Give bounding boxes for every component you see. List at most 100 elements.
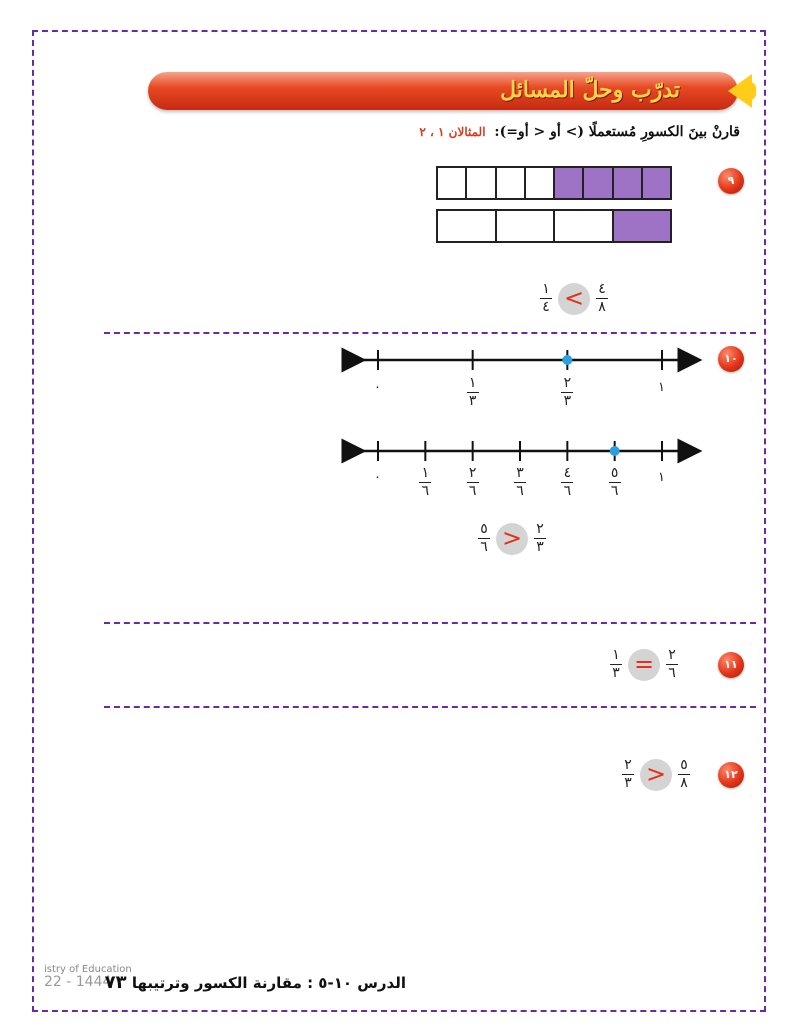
denominator: ٦: [516, 483, 524, 499]
comparison-10: ٥ ٦ > ٢ ٣: [478, 522, 546, 555]
denominator: ٣: [612, 665, 620, 681]
section-divider: [104, 332, 756, 334]
numerator: ٣: [516, 465, 524, 481]
fraction-right: ٢ ٦: [666, 648, 678, 681]
fraction-line: [666, 664, 678, 665]
watermark-line1: istry of Education: [44, 964, 132, 975]
bar-cell: [640, 168, 670, 198]
page-border: [32, 30, 766, 1012]
denominator: ٦: [421, 483, 430, 499]
numerator: ١: [421, 465, 430, 481]
denominator: ٦: [610, 483, 619, 499]
page-footer: الدرس ١٠-٥ : مقارنة الكسور وترتيبها ٧٣: [46, 972, 406, 996]
denominator: ٦: [563, 483, 572, 499]
fraction-line: [678, 774, 690, 775]
fraction-bar-eighths: [436, 166, 672, 200]
exercise-number-12: ١٢: [718, 762, 744, 788]
numerator: ١: [468, 375, 477, 391]
fraction-left: ١ ٤: [540, 282, 552, 315]
bar-cell: [438, 168, 465, 198]
bar-cell: [523, 168, 553, 198]
comparison-symbol[interactable]: <: [558, 282, 590, 315]
fraction-right: ٤ ٨: [596, 282, 608, 315]
section-title: تدرّب وحلّ المسائل: [500, 77, 680, 103]
comparison-12: ٢ ٣ > ٥ ٨: [622, 758, 690, 791]
bar-cell: [611, 168, 641, 198]
fraction-line: [608, 482, 621, 483]
banner-arrow-head: [728, 74, 752, 108]
numerator: ٢: [536, 521, 544, 537]
comparison-symbol[interactable]: >: [640, 758, 672, 791]
fraction-right: ٢ ٣: [534, 522, 546, 555]
instruction-main: قارنْ بينَ الكسورِ مُستعملًا (> أو < أو=…: [494, 124, 740, 140]
section-divider: [104, 622, 756, 624]
numerator: ١: [542, 281, 550, 297]
number-line-point: [609, 446, 620, 456]
fraction-right: ٥ ٨: [678, 758, 690, 791]
numerator: ٢: [668, 647, 676, 663]
section-banner: تدرّب وحلّ المسائل: [148, 72, 756, 110]
fraction-line: [534, 538, 546, 539]
numerator: ٥: [480, 521, 488, 537]
denominator: ٣: [563, 393, 572, 409]
numerator: ٤: [598, 281, 606, 297]
denominator: ٨: [598, 299, 606, 315]
denominator: ٦: [668, 665, 676, 681]
bar-cell: [465, 168, 494, 198]
fraction-line: [466, 482, 479, 483]
comparison-9: ١ ٤ < ٤ ٨: [540, 282, 608, 315]
numerator: ٢: [624, 757, 632, 773]
denominator: ٣: [536, 539, 544, 555]
exercise-number-9: ٩: [718, 168, 744, 194]
comparison-symbol[interactable]: =: [628, 648, 660, 681]
number-lines: [341, 347, 703, 464]
denominator: ٣: [468, 393, 477, 409]
tick-label-one: ١: [658, 380, 665, 395]
fraction-line: [622, 774, 634, 775]
bar-cell: [553, 211, 612, 241]
bar-cell: [553, 168, 583, 198]
fraction-bar-fourths: [436, 209, 672, 243]
exercise-number-10: ١٠: [718, 346, 744, 372]
comparison-symbol[interactable]: >: [496, 522, 528, 555]
page-number: ٧٣: [104, 972, 127, 993]
fraction-line: [478, 538, 490, 539]
numerator: ١: [612, 647, 620, 663]
section-divider: [104, 706, 756, 708]
numerator: ٢: [563, 375, 572, 391]
bar-cell: [494, 211, 554, 241]
fraction-left: ٢ ٣: [622, 758, 634, 791]
bar-cell: [438, 211, 495, 241]
numerator: ٥: [610, 465, 619, 481]
fraction-line: [466, 392, 479, 393]
numerator: ٢: [468, 465, 477, 481]
tick-label-one: ١: [658, 470, 665, 485]
fraction-left: ٥ ٦: [478, 522, 490, 555]
exercise-number-11: ١١: [718, 652, 744, 678]
fraction-line: [610, 664, 622, 665]
fraction-line: [540, 298, 552, 299]
watermark-line2: 22 - 1444: [44, 974, 112, 990]
numerator: ٥: [680, 757, 688, 773]
denominator: ٣: [624, 775, 632, 791]
comparison-11: ١ ٣ = ٢ ٦: [610, 648, 678, 681]
tick-label-zero: ٠: [374, 470, 381, 485]
tick-label-zero: ٠: [374, 380, 381, 395]
denominator: ٤: [542, 299, 550, 315]
number-line-point: [562, 355, 573, 365]
fraction-line: [419, 482, 432, 483]
bar-cell: [494, 168, 524, 198]
instruction-example-ref: المثالان ١ ، ٢: [419, 125, 486, 139]
denominator: ٨: [680, 775, 688, 791]
instruction-text: قارنْ بينَ الكسورِ مُستعملًا (> أو < أو=…: [419, 124, 740, 140]
fraction-line: [561, 482, 574, 483]
denominator: ٦: [468, 483, 477, 499]
bar-cell: [611, 211, 670, 241]
fraction-line: [514, 482, 526, 483]
